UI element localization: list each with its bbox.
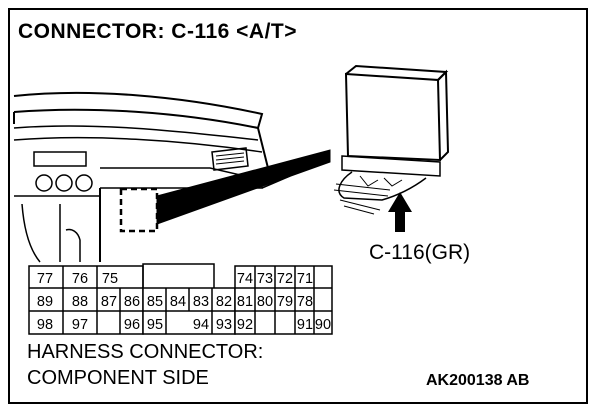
pin-label: 76 bbox=[72, 271, 88, 287]
pin-row-1: 77 76 75 74 73 72 71 bbox=[37, 271, 313, 287]
pin-label: 89 bbox=[37, 294, 53, 310]
pin-label: 87 bbox=[101, 294, 117, 310]
pin-label: 83 bbox=[193, 294, 209, 310]
pin-row-3: 98 97 96 95 94 93 92 91 90 bbox=[37, 317, 331, 333]
arrow-up-icon bbox=[388, 192, 412, 232]
connector-pin-block bbox=[28, 263, 333, 335]
pin-label: 74 bbox=[237, 271, 253, 287]
pin-label: 94 bbox=[193, 317, 209, 333]
pin-label: 81 bbox=[237, 294, 253, 310]
pin-label: 90 bbox=[315, 317, 331, 333]
pin-label: 71 bbox=[297, 271, 313, 287]
pin-label: 93 bbox=[216, 317, 232, 333]
zoom-wedge bbox=[156, 149, 331, 225]
pin-label: 78 bbox=[297, 294, 313, 310]
pin-label: 75 bbox=[102, 271, 118, 287]
pin-label: 84 bbox=[170, 294, 186, 310]
diagram-title: CONNECTOR: C-116 <A/T> bbox=[18, 20, 298, 43]
connector-callout-label: C-116(GR) bbox=[369, 241, 471, 264]
pin-label: 91 bbox=[297, 317, 313, 333]
control-unit-illustration bbox=[333, 64, 450, 215]
pin-label: 85 bbox=[147, 294, 163, 310]
harness-connector-label: HARNESS CONNECTOR: bbox=[27, 341, 264, 363]
pin-label: 79 bbox=[277, 294, 293, 310]
pin-label: 82 bbox=[216, 294, 232, 310]
pin-label: 73 bbox=[257, 271, 273, 287]
pin-label: 96 bbox=[124, 317, 140, 333]
figure-id: AK200138 AB bbox=[426, 372, 530, 389]
pin-label: 80 bbox=[257, 294, 273, 310]
pin-label: 86 bbox=[124, 294, 140, 310]
pin-label: 98 bbox=[37, 317, 53, 333]
pin-label: 88 bbox=[72, 294, 88, 310]
pin-row-2: 89 88 87 86 85 84 83 82 81 80 79 78 bbox=[37, 294, 313, 310]
component-side-label: COMPONENT SIDE bbox=[27, 367, 209, 389]
diagram-frame bbox=[8, 8, 588, 404]
pin-label: 97 bbox=[72, 317, 88, 333]
pin-label: 72 bbox=[277, 271, 293, 287]
pin-label: 92 bbox=[237, 317, 253, 333]
pin-label: 95 bbox=[147, 317, 163, 333]
pin-label: 77 bbox=[37, 271, 53, 287]
